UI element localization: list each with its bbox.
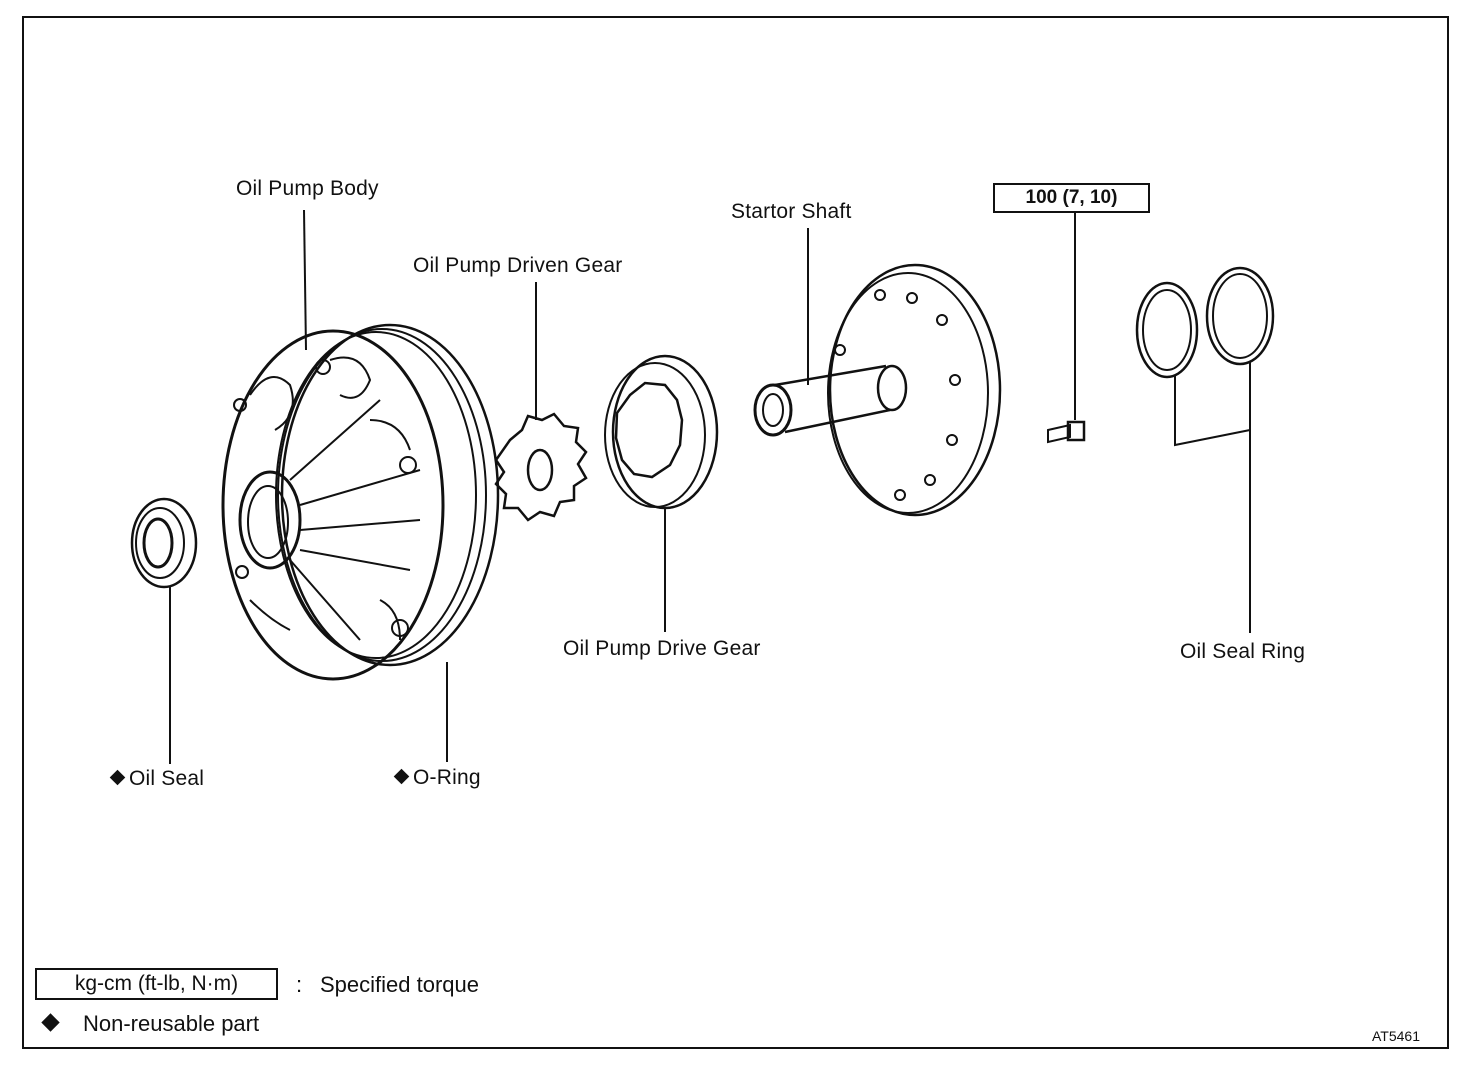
label-startor-shaft: Startor Shaft xyxy=(731,200,852,223)
legend-torque-box: kg-cm (ft-lb, N·m) xyxy=(35,968,278,1000)
label-o-ring-wrapper: O-Ring xyxy=(393,766,481,790)
bolt-part xyxy=(1047,420,1086,444)
startor-shaft-part xyxy=(753,263,1002,517)
legend-torque-separator: : xyxy=(296,972,303,997)
oil-pump-drive-gear-part xyxy=(604,354,719,510)
non-reusable-diamond-icon xyxy=(109,769,126,786)
torque-spec-box: 100 (7, 10) xyxy=(993,183,1150,213)
oil-seal-part xyxy=(130,497,198,589)
oil-pump-body-part xyxy=(221,323,500,681)
legend-nonreusable-description: Non-reusable part xyxy=(83,1011,260,1036)
legend-diamond-icon xyxy=(41,1013,60,1032)
oil-pump-driven-gear-part xyxy=(494,412,588,522)
legend-torque-description: Specified torque xyxy=(320,972,479,997)
label-oil-seal-ring: Oil Seal Ring xyxy=(1180,640,1306,663)
diagram-frame xyxy=(22,16,1449,1049)
label-oil-pump-drive-gear: Oil Pump Drive Gear xyxy=(563,637,761,660)
label-oil-seal-wrapper: Oil Seal xyxy=(109,767,205,791)
oil-seal-rings-part xyxy=(1135,266,1275,379)
label-oil-pump-driven-gear: Oil Pump Driven Gear xyxy=(413,254,623,277)
non-reusable-diamond-icon xyxy=(393,768,410,785)
label-oil-seal: Oil Seal xyxy=(129,767,205,790)
figure-code: AT5461 xyxy=(1372,1028,1420,1044)
label-oil-pump-body: Oil Pump Body xyxy=(236,177,379,200)
label-o-ring: O-Ring xyxy=(413,766,481,789)
leader-lines xyxy=(169,209,1251,764)
legend-nonreusable-wrapper: Non-reusable part xyxy=(41,1011,260,1037)
